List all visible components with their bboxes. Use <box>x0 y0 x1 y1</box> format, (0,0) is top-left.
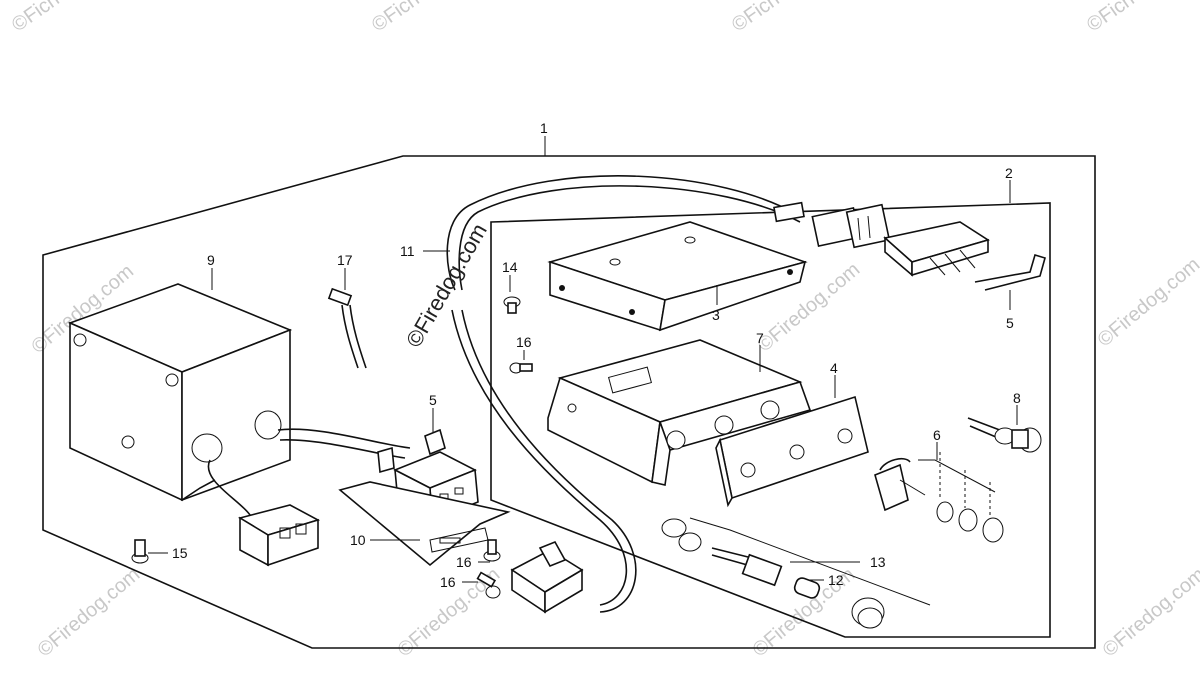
cover-plate-part-3 <box>547 221 808 332</box>
callout-14: 14 <box>502 259 518 275</box>
callout-16-lower: 16 <box>440 574 456 590</box>
watermark-top-right: ©Fiche <box>1083 0 1148 36</box>
harness-upper <box>446 175 799 291</box>
harness-lower <box>451 309 628 606</box>
watermark-bottom-left: ©Firedog.com <box>34 564 145 662</box>
bracket-part-5-right <box>974 254 1046 291</box>
harness-connector <box>773 201 891 249</box>
connector-part-2 <box>883 221 990 277</box>
watermark-right-mid: ©Firedog.com <box>1094 254 1200 352</box>
bracket-part-10 <box>338 481 511 567</box>
screw-part-16-lower-b <box>476 571 501 599</box>
callout-11: 11 <box>400 243 415 259</box>
callout-16-upper: 16 <box>516 334 532 350</box>
harness-lower-connector <box>510 540 584 614</box>
callout-5-left: 5 <box>429 392 437 408</box>
callout-17: 17 <box>337 252 353 268</box>
callout-10: 10 <box>350 532 366 548</box>
watermark-bottom-right: ©Firedog.com <box>1099 564 1200 662</box>
callout-13: 13 <box>870 554 886 570</box>
control-box-part-9 <box>67 283 293 502</box>
callout-3: 3 <box>712 307 720 323</box>
callout-6: 6 <box>933 427 941 443</box>
callout-2: 2 <box>1005 165 1013 181</box>
watermark-top-left: ©Fiche <box>8 0 73 36</box>
face-plate-part-4 <box>715 395 869 508</box>
callout-labels: 1 2 3 4 5 5 6 7 8 9 10 11 12 13 14 15 16… <box>172 120 1021 590</box>
harness-lower-inner <box>461 309 637 613</box>
switch-part-6 <box>874 452 1004 543</box>
screw-part-15 <box>131 539 149 564</box>
harness-upper-inner <box>458 185 801 291</box>
screw-part-16-upper <box>509 362 533 374</box>
screw-part-16-lower-a <box>483 539 501 562</box>
box-wire-lower <box>207 459 251 516</box>
callout-15: 15 <box>172 545 188 561</box>
callout-5-right: 5 <box>1006 315 1014 331</box>
hose-part-17 <box>327 287 367 369</box>
callout-7: 7 <box>756 330 764 346</box>
callout-1: 1 <box>540 120 548 136</box>
watermark-top-mid-right: ©Fiche <box>728 0 793 36</box>
watermark-main: ©Firedog.com <box>401 219 492 351</box>
box-wire-upper-inner <box>279 439 406 459</box>
callout-4: 4 <box>830 360 838 376</box>
callout-12: 12 <box>828 572 844 588</box>
watermark-top-mid-left: ©Fiche <box>368 0 433 36</box>
callout-8: 8 <box>1013 390 1021 406</box>
box-connector <box>237 504 321 567</box>
box-wire-upper <box>277 428 411 449</box>
screw-part-14 <box>503 296 521 314</box>
frame-part-7 <box>547 339 812 486</box>
assembly-outline <box>42 155 1096 649</box>
callout-9: 9 <box>207 252 215 268</box>
callout-16-mid: 16 <box>456 554 472 570</box>
subassembly-outline <box>490 202 1051 638</box>
pilot-lamp-part-8 <box>967 417 1042 453</box>
